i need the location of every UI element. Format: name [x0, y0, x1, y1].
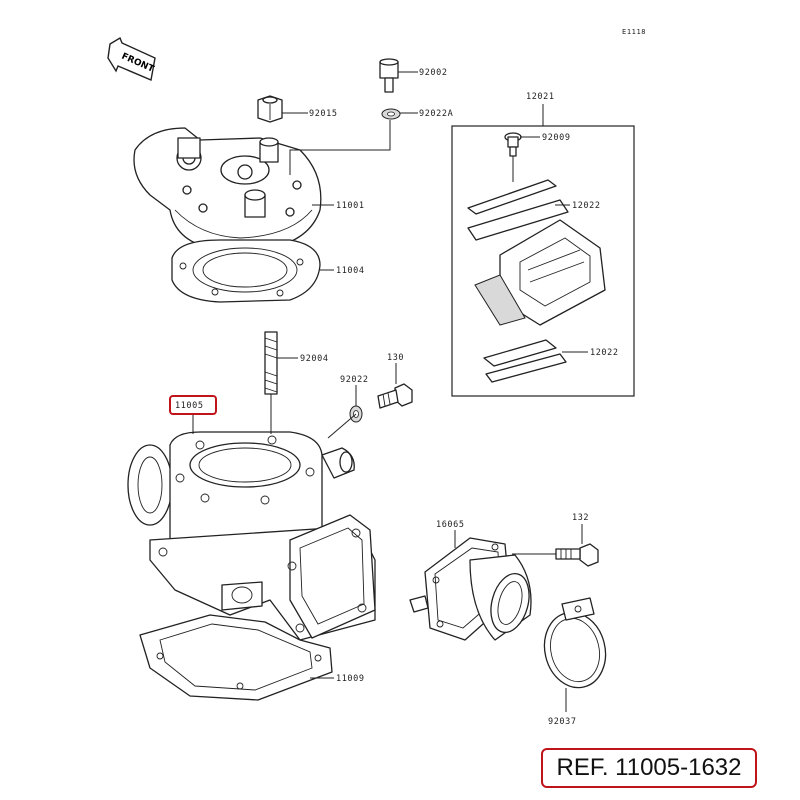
nut-92015	[257, 95, 283, 123]
intake-manifold-16065	[409, 537, 532, 641]
part-number-92022A: 92022A	[419, 109, 453, 119]
part-number-11004: 11004	[336, 266, 365, 276]
highlight-box-11005	[169, 395, 217, 415]
part-number-92037: 92037	[548, 717, 577, 727]
stud-92004	[264, 331, 278, 395]
part-number-16065: 16065	[436, 520, 465, 530]
part-number-92009: 92009	[542, 133, 571, 143]
reference-number: REF. 11005-1632	[556, 754, 742, 781]
part-number-12022-petal: 12022	[590, 348, 619, 358]
part-number-130: 130	[387, 353, 404, 363]
reed-petal-12022	[483, 339, 567, 383]
reference-number-box: REF. 11005-1632	[541, 748, 757, 788]
cylinder-11005	[127, 431, 376, 641]
reed-stopper-12022	[467, 179, 569, 241]
part-number-92004: 92004	[300, 354, 329, 364]
screw-92009	[504, 132, 522, 157]
leader-lines	[192, 71, 588, 712]
bolt-92002	[379, 58, 399, 93]
part-number-12021: 12021	[526, 92, 555, 102]
washer-92022A	[381, 108, 401, 120]
part-number-11009: 11009	[336, 674, 365, 684]
front-arrow-icon: FRONT	[107, 36, 156, 81]
diagram-code: E1118	[622, 28, 646, 36]
part-number-11005: 11005	[175, 401, 204, 411]
reed-block	[474, 219, 606, 326]
head-gasket-11004	[171, 239, 321, 303]
base-gasket-11009	[139, 614, 333, 701]
part-number-92015: 92015	[309, 109, 338, 119]
part-number-11001: 11001	[336, 201, 365, 211]
part-number-92022: 92022	[340, 375, 369, 385]
part-number-12022-stopper: 12022	[572, 201, 601, 211]
cylinder-head-11001	[133, 127, 322, 249]
part-number-132: 132	[572, 513, 589, 523]
bolt-130	[377, 383, 413, 409]
bolt-132	[555, 543, 599, 567]
clamp-92037	[543, 597, 607, 689]
part-number-92002: 92002	[419, 68, 448, 78]
